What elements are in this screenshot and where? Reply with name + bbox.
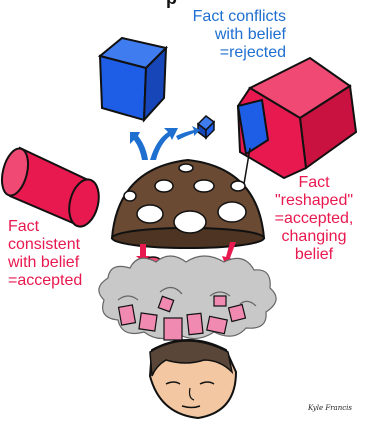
artist-signature: Kyle Francis — [308, 404, 352, 412]
rejected-label-line: =rejected — [160, 44, 286, 62]
deflection-arrows — [130, 126, 200, 160]
accepted-label-line: Fact — [8, 218, 82, 236]
rejected-fact-cube — [100, 38, 166, 120]
reshaped-label-line: changing — [264, 228, 364, 246]
rejected-label: Fact conflicts with belief =rejected — [160, 8, 286, 62]
accepted-label-line: consistent — [8, 236, 82, 254]
accepted-label-line: with belief — [8, 254, 82, 272]
thought-cloud — [99, 256, 276, 339]
reshaped-fact-prism — [238, 58, 356, 178]
accepted-label: Fact consistent with belief =accepted — [8, 218, 82, 290]
belief-filter-dome — [112, 160, 264, 248]
rejected-label-line: with belief — [160, 26, 286, 44]
accepted-label-line: =accepted — [8, 272, 82, 290]
reshaped-label-line: =accepted, — [264, 210, 364, 228]
rejected-label-line: Fact conflicts — [160, 8, 286, 26]
rejected-fragment — [198, 116, 214, 138]
reshaped-label: Fact "reshaped" =accepted, changing beli… — [264, 174, 364, 264]
person-head — [150, 340, 236, 418]
reshaped-label-line: belief — [264, 246, 364, 264]
reshaped-label-line: Fact — [264, 174, 364, 192]
reshaped-label-line: "reshaped" — [264, 192, 364, 210]
